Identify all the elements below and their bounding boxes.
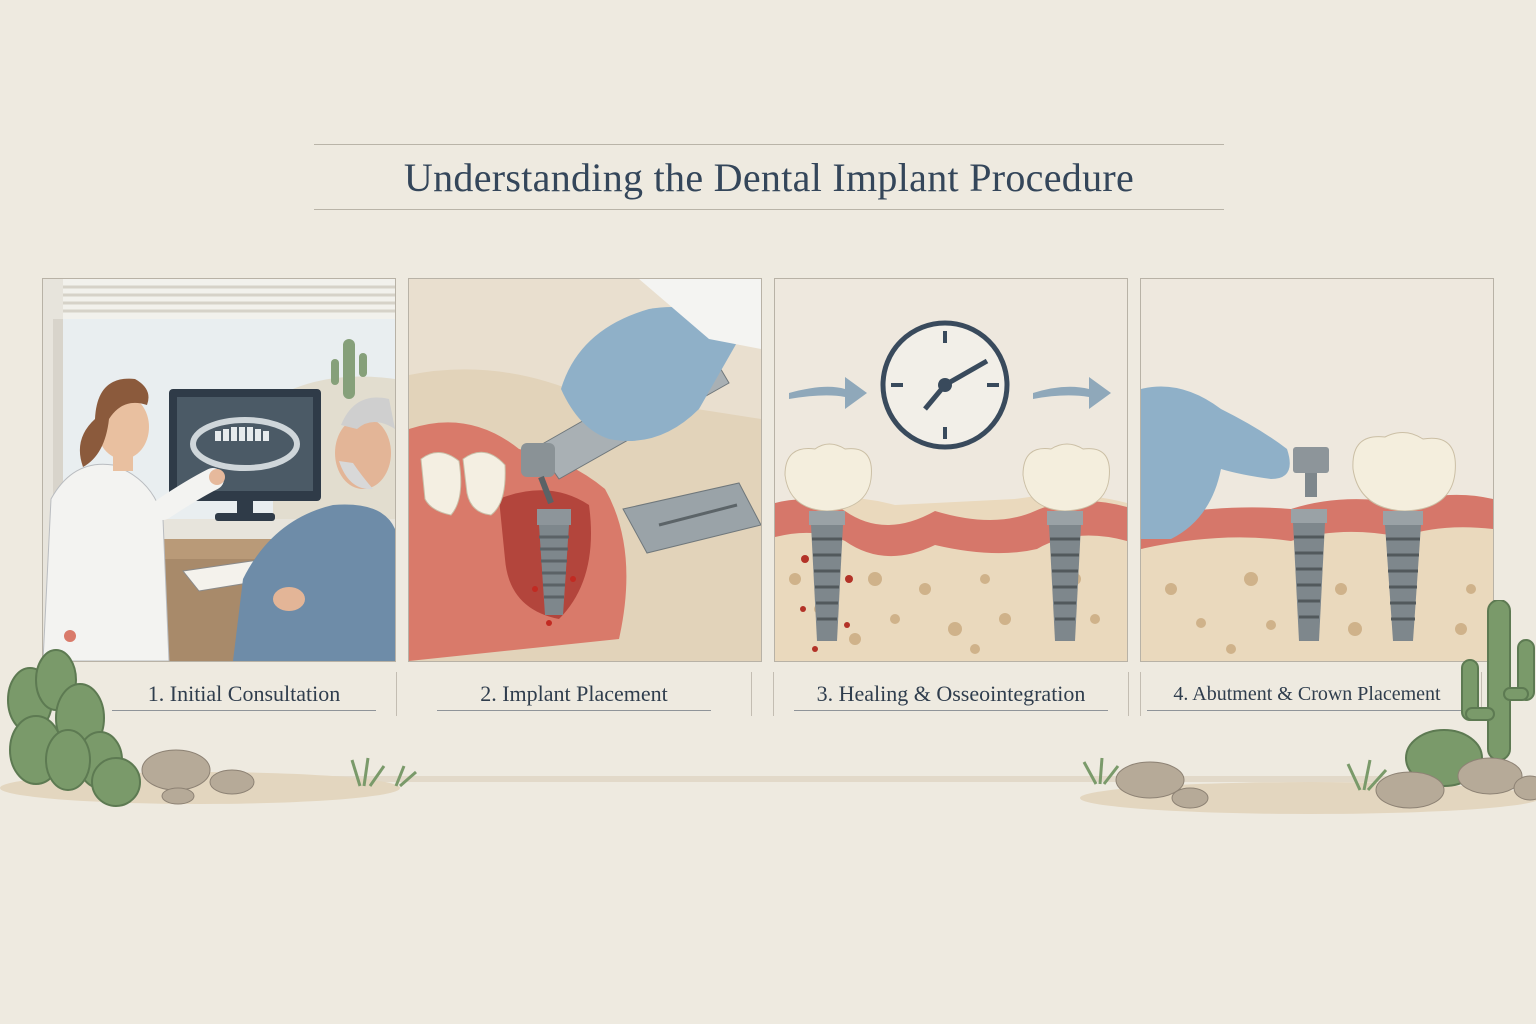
bone-texture [1165, 572, 1476, 654]
step-2-caption-box: 2. Implant Placement [396, 672, 752, 716]
cactus-icon [7, 649, 141, 807]
grass-icon [350, 757, 417, 788]
step-4-label: 4. Abutment & Crown Placement [1147, 678, 1467, 711]
ground-line [130, 776, 1410, 782]
step-3-caption-box: 3. Healing & Osseointegration [773, 672, 1129, 716]
right-desert-decoration [1080, 600, 1536, 814]
implant-icon [532, 509, 576, 626]
dentist-figure [43, 378, 225, 661]
step-3-label: 3. Healing & Osseointegration [794, 678, 1108, 711]
panel-initial-consultation [42, 278, 396, 662]
step-4-caption-box: 4. Abutment & Crown Placement [1140, 672, 1482, 716]
step-2-label: 2. Implant Placement [437, 678, 711, 711]
tooth-icon [420, 451, 506, 516]
abutment-icon [1293, 447, 1329, 497]
panel-abutment-crown [1140, 278, 1494, 662]
implant-icon [1291, 509, 1327, 641]
page-title: Understanding the Dental Implant Procedu… [403, 154, 1135, 200]
title-banner: Understanding the Dental Implant Procedu… [314, 144, 1224, 210]
cactus-icon [1405, 600, 1535, 787]
clock-icon [880, 320, 1010, 450]
implant-icon [784, 443, 872, 652]
consultation-illustration [43, 279, 395, 661]
abutment-crown-illustration [1141, 279, 1493, 661]
healing-illustration [775, 279, 1127, 661]
cactus-icon [331, 339, 367, 399]
panel-healing [774, 278, 1128, 662]
step-1-label: 1. Initial Consultation [112, 678, 376, 711]
implant-placement-illustration [409, 279, 761, 661]
panel-implant-placement [408, 278, 762, 662]
arrow-right-icon [789, 377, 1111, 409]
left-desert-decoration [0, 630, 417, 807]
implant-icon [1022, 443, 1110, 641]
crown-icon [1352, 432, 1456, 641]
gloved-hand [1141, 386, 1290, 539]
grass-icon [1082, 757, 1388, 792]
step-1-caption-box: 1. Initial Consultation [41, 672, 397, 716]
gloved-hand [561, 279, 761, 441]
window-blinds [63, 285, 395, 313]
patient-figure [233, 397, 395, 661]
